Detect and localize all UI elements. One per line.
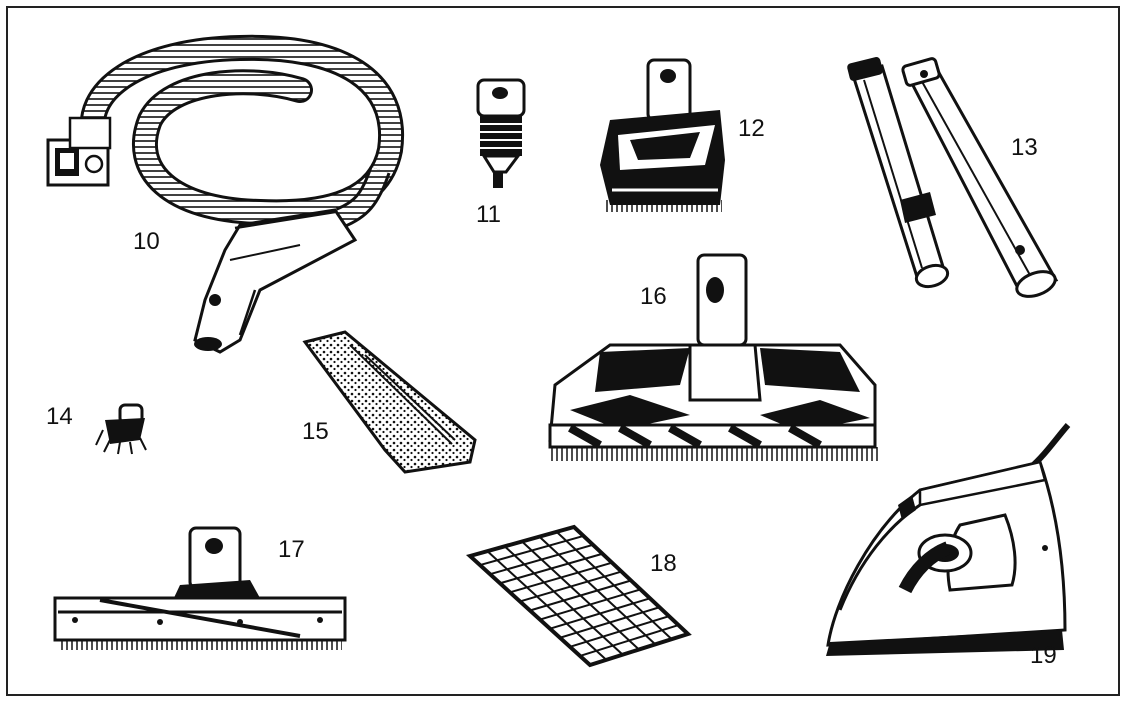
part-number-16: 16 [640, 283, 667, 310]
part-number-17: 17 [278, 536, 305, 563]
part-number-15: 15 [302, 418, 329, 445]
floor-nozzle-illustration [548, 253, 878, 461]
small-nozzle-illustration [476, 78, 526, 188]
cleaning-cloth-illustration [302, 330, 477, 474]
round-brush-illustration [95, 403, 147, 455]
extension-tubes-illustration [847, 57, 1059, 298]
part-number-10: 10 [133, 228, 160, 255]
part-number-12: 12 [738, 115, 765, 142]
angled-nozzle-illustration [600, 58, 725, 212]
part-number-18: 18 [650, 550, 677, 577]
steam-hose-illustration [46, 34, 405, 354]
part-number-13: 13 [1011, 134, 1038, 161]
window-squeegee-illustration [53, 526, 347, 650]
grid-mat-illustration [465, 524, 692, 668]
part-number-19: 19 [1030, 642, 1057, 669]
steam-iron-illustration [826, 423, 1071, 656]
part-number-11: 11 [476, 201, 501, 228]
part-number-14: 14 [46, 403, 73, 430]
